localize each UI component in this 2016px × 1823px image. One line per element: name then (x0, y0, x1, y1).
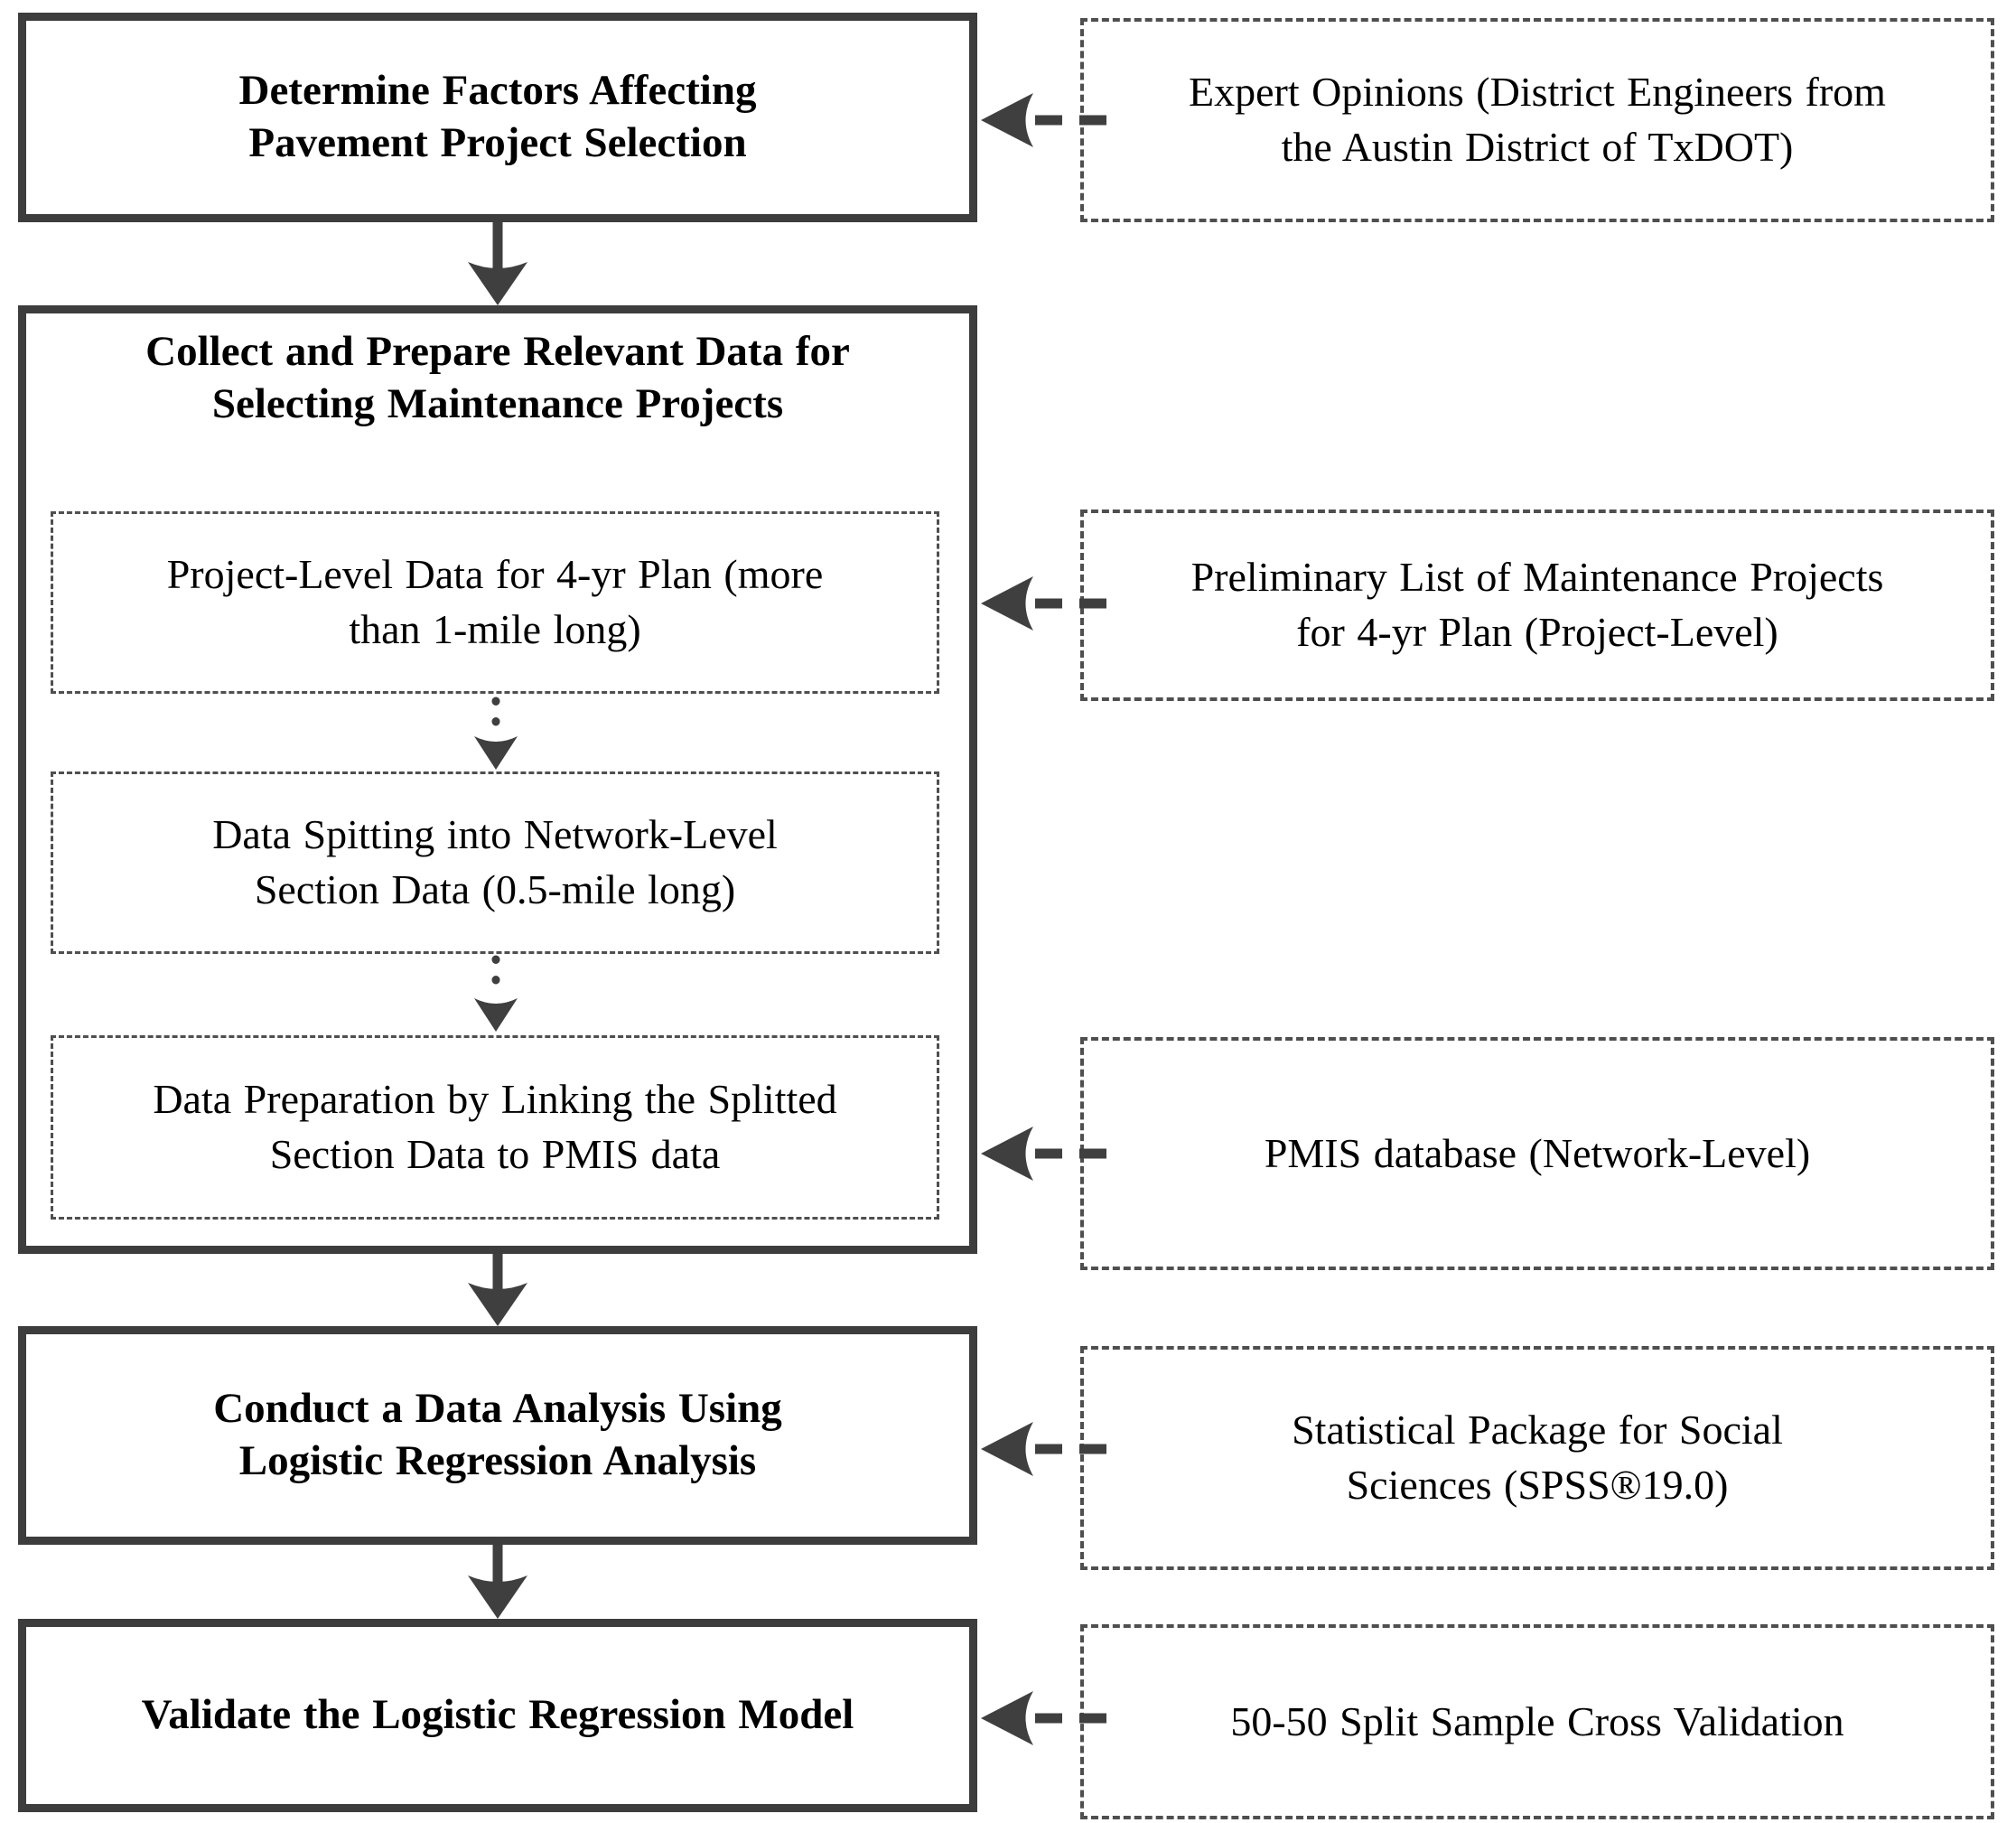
input-preliminary-list: Preliminary List of Maintenance Projects… (1080, 510, 1994, 701)
substep-data-splitting-label: Data Spitting into Network-Level Section… (212, 811, 778, 912)
input-preliminary-list-label: Preliminary List of Maintenance Projects… (1190, 554, 1884, 655)
step-logistic-regression-analysis-label: Conduct a Data Analysis Using Logistic R… (213, 1385, 782, 1484)
arrow-step3-to-step4 (468, 1545, 527, 1619)
input-expert-opinions: Expert Opinions (District Engineers from… (1080, 18, 1994, 222)
input-cross-validation: 50-50 Split Sample Cross Validation (1080, 1624, 1994, 1819)
step-collect-prepare-data-label: Collect and Prepare Relevant Data for Se… (145, 328, 850, 427)
step-validate-model-label: Validate the Logistic Regression Model (141, 1691, 854, 1739)
step-validate-model: Validate the Logistic Regression Model (18, 1619, 977, 1812)
input-spss-label: Statistical Package for Social Sciences … (1292, 1407, 1783, 1508)
substep-data-preparation-label: Data Preparation by Linking the Splitted… (153, 1076, 837, 1177)
arrow-step2-to-step3 (468, 1254, 527, 1326)
substep-data-preparation: Data Preparation by Linking the Splitted… (51, 1035, 939, 1220)
substep-data-splitting: Data Spitting into Network-Level Section… (51, 771, 939, 954)
arrow-step1-to-step2 (468, 222, 527, 305)
step-determine-factors-label: Determine Factors Affecting Pavement Pro… (238, 67, 757, 166)
step-determine-factors: Determine Factors Affecting Pavement Pro… (18, 13, 977, 222)
step-collect-prepare-data: Collect and Prepare Relevant Data for Se… (18, 305, 977, 1254)
input-pmis-database-label: PMIS database (Network-Level) (1264, 1129, 1811, 1176)
input-spss: Statistical Package for Social Sciences … (1080, 1346, 1994, 1570)
substep-project-level-data: Project-Level Data for 4-yr Plan (more t… (51, 511, 939, 694)
substep-project-level-data-label: Project-Level Data for 4-yr Plan (more t… (166, 551, 824, 652)
step-logistic-regression-analysis: Conduct a Data Analysis Using Logistic R… (18, 1326, 977, 1545)
input-expert-opinions-label: Expert Opinions (District Engineers from… (1189, 69, 1886, 170)
input-pmis-database: PMIS database (Network-Level) (1080, 1037, 1994, 1270)
input-cross-validation-label: 50-50 Split Sample Cross Validation (1230, 1697, 1844, 1744)
